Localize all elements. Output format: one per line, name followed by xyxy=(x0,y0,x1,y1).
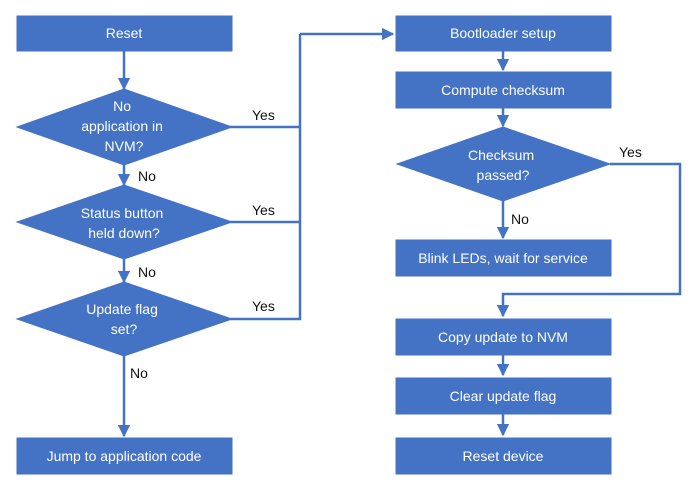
edge-label-no-app-no: No xyxy=(138,168,156,184)
edge-labels: Yes No Yes No Yes No Yes No xyxy=(130,107,642,381)
node-blink-leds-label: Blink LEDs, wait for service xyxy=(418,250,588,266)
node-bootloader-setup-label: Bootloader setup xyxy=(450,25,556,41)
node-bootloader-setup: Bootloader setup xyxy=(395,15,612,52)
node-checksum-passed-decision: Checksum passed? xyxy=(395,126,612,202)
node-status-button-decision: Status button held down? xyxy=(15,184,234,260)
node-clear-update-flag: Clear update flag xyxy=(395,377,612,415)
node-update-flag-label: Update flag set? xyxy=(86,301,162,337)
edge-label-no-app-yes: Yes xyxy=(252,107,275,123)
node-blink-leds: Blink LEDs, wait for service xyxy=(395,239,612,277)
node-jump-label: Jump to application code xyxy=(47,448,202,464)
edge-label-status-no: No xyxy=(138,264,156,280)
node-no-application-label: No application in NVM? xyxy=(81,98,167,154)
node-status-button-label: Status button held down? xyxy=(81,205,167,241)
node-copy-update: Copy update to NVM xyxy=(395,318,612,356)
node-reset-device-label: Reset device xyxy=(463,448,544,464)
node-reset-label: Reset xyxy=(106,25,143,41)
edge-label-checksum-yes: Yes xyxy=(619,144,642,160)
node-copy-update-label: Copy update to NVM xyxy=(438,329,568,345)
node-checksum-passed-label: Checksum passed? xyxy=(468,147,538,183)
node-clear-flag-label: Clear update flag xyxy=(450,388,557,404)
node-compute-checksum: Compute checksum xyxy=(395,71,612,109)
edge-label-update-no: No xyxy=(130,365,148,381)
node-reset-device: Reset device xyxy=(395,437,612,475)
node-no-application-decision: No application in NVM? xyxy=(15,88,234,166)
edge-update-yes xyxy=(230,34,302,321)
edge-label-status-yes: Yes xyxy=(252,202,275,218)
node-jump-to-application: Jump to application code xyxy=(16,437,233,475)
connectors xyxy=(117,27,682,438)
node-compute-checksum-label: Compute checksum xyxy=(441,82,565,98)
edge-label-update-yes: Yes xyxy=(252,298,275,314)
edge-checksum-yes xyxy=(496,162,682,318)
edge-label-checksum-no: No xyxy=(511,211,529,227)
node-update-flag-decision: Update flag set? xyxy=(15,281,234,357)
node-reset: Reset xyxy=(16,15,233,52)
